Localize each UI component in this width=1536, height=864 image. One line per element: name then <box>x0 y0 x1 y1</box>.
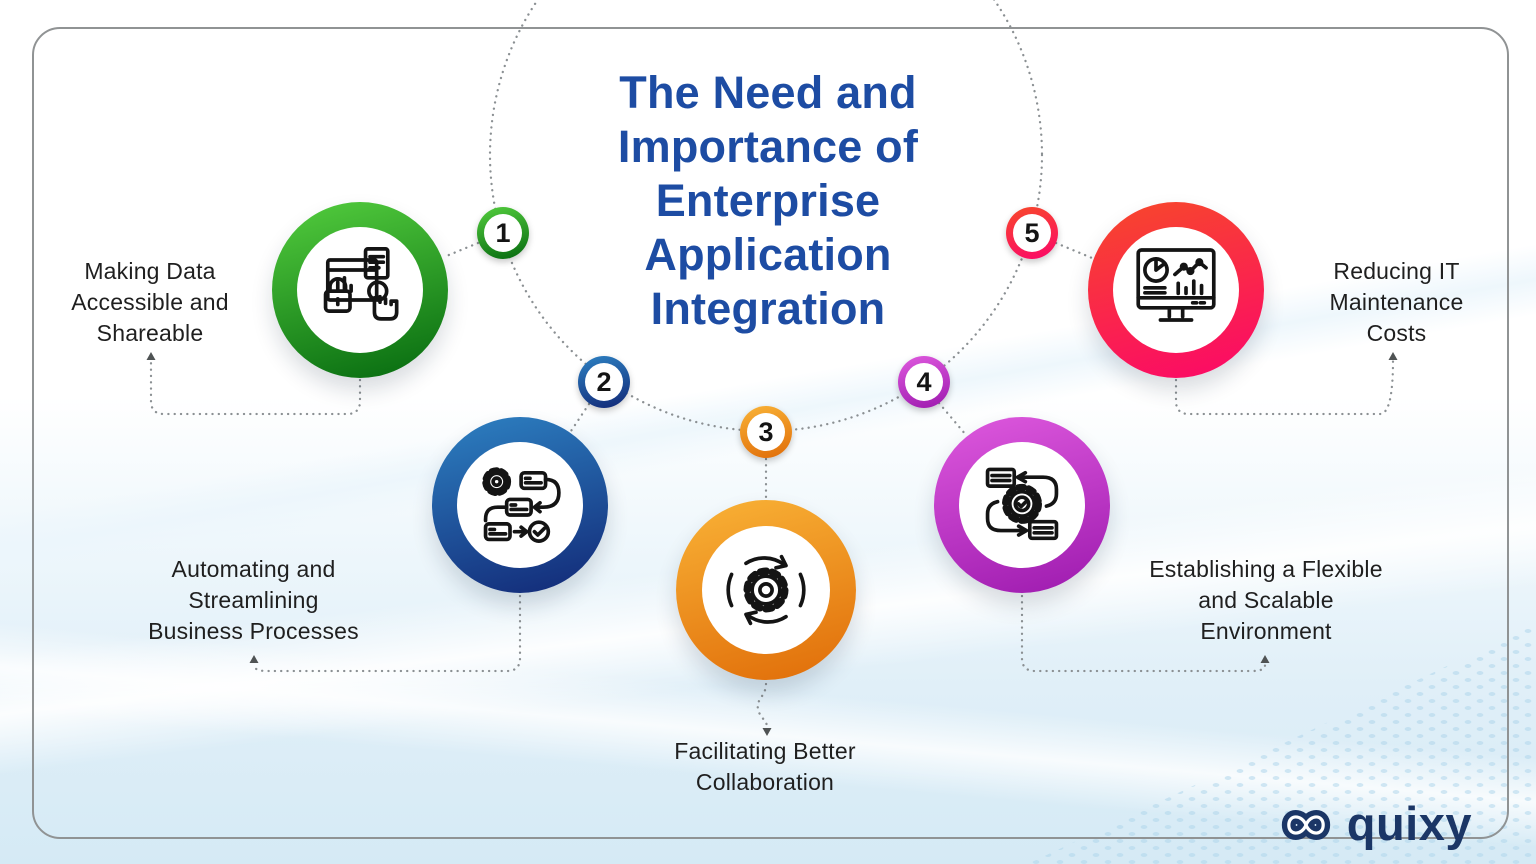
item-label-3: Facilitating Better Collaboration <box>674 738 856 795</box>
label4-arrowhead <box>1260 655 1270 663</box>
badge-1-number: 1 <box>484 214 522 252</box>
item-label-5: Reducing IT Maintenance Costs <box>1329 258 1464 346</box>
item-label-2: Automating and Streamlining Business Pro… <box>148 556 359 644</box>
brand-name: quixy <box>1346 796 1472 850</box>
item-circle-5-inner <box>1113 227 1239 353</box>
item-circle-3-inner <box>702 526 830 654</box>
badge-2: 2 <box>578 356 630 408</box>
label5-connector <box>1174 358 1395 416</box>
label2-connector <box>252 594 522 673</box>
workflow-automation-icon <box>482 467 561 543</box>
badge-5: 5 <box>1006 207 1058 259</box>
badge-2-number: 2 <box>585 363 623 401</box>
label5-arrowhead <box>1388 352 1398 360</box>
label2-arrowhead <box>249 655 259 663</box>
badge-4-number: 4 <box>905 363 943 401</box>
item-circle-3 <box>676 500 856 680</box>
item-circle-2 <box>432 417 608 593</box>
badge1-link <box>442 241 480 259</box>
badge5-link <box>1054 241 1094 260</box>
badge2-link <box>569 402 591 433</box>
item-circle-1 <box>272 202 448 378</box>
card-border <box>32 27 1509 839</box>
label1-arrowhead <box>146 352 156 360</box>
item-circle-4 <box>934 417 1110 593</box>
data-access-lock-icon <box>323 247 399 321</box>
process-cycle-gear-icon <box>726 554 806 626</box>
brand-logo: quixy <box>1273 796 1472 854</box>
label3-arrowhead <box>762 728 772 736</box>
item-label-1: Making Data Accessible and Shareable <box>71 258 229 346</box>
badge-3-number: 3 <box>747 413 785 451</box>
badge-3: 3 <box>740 406 792 458</box>
page-title: The Need and Importance of Enterprise Ap… <box>617 67 919 334</box>
monitor-analytics-icon <box>1136 248 1216 322</box>
item-label-4: Establishing a Flexible and Scalable Env… <box>1149 556 1383 644</box>
badge-1: 1 <box>477 207 529 259</box>
badge4-link <box>937 401 968 437</box>
badge-5-number: 5 <box>1013 214 1051 252</box>
item-circle-2-inner <box>457 442 583 568</box>
label3-connector <box>756 682 769 731</box>
dotted-orbit-circle <box>488 0 1044 433</box>
item-circle-4-inner <box>959 442 1085 568</box>
flexible-gear-docs-icon <box>985 467 1059 541</box>
badge-4: 4 <box>898 356 950 408</box>
label1-connector <box>149 358 362 416</box>
item-circle-1-inner <box>297 227 423 353</box>
quixy-infinity-icon <box>1281 810 1330 840</box>
item-circle-5 <box>1088 202 1264 378</box>
label4-connector <box>1020 594 1267 673</box>
